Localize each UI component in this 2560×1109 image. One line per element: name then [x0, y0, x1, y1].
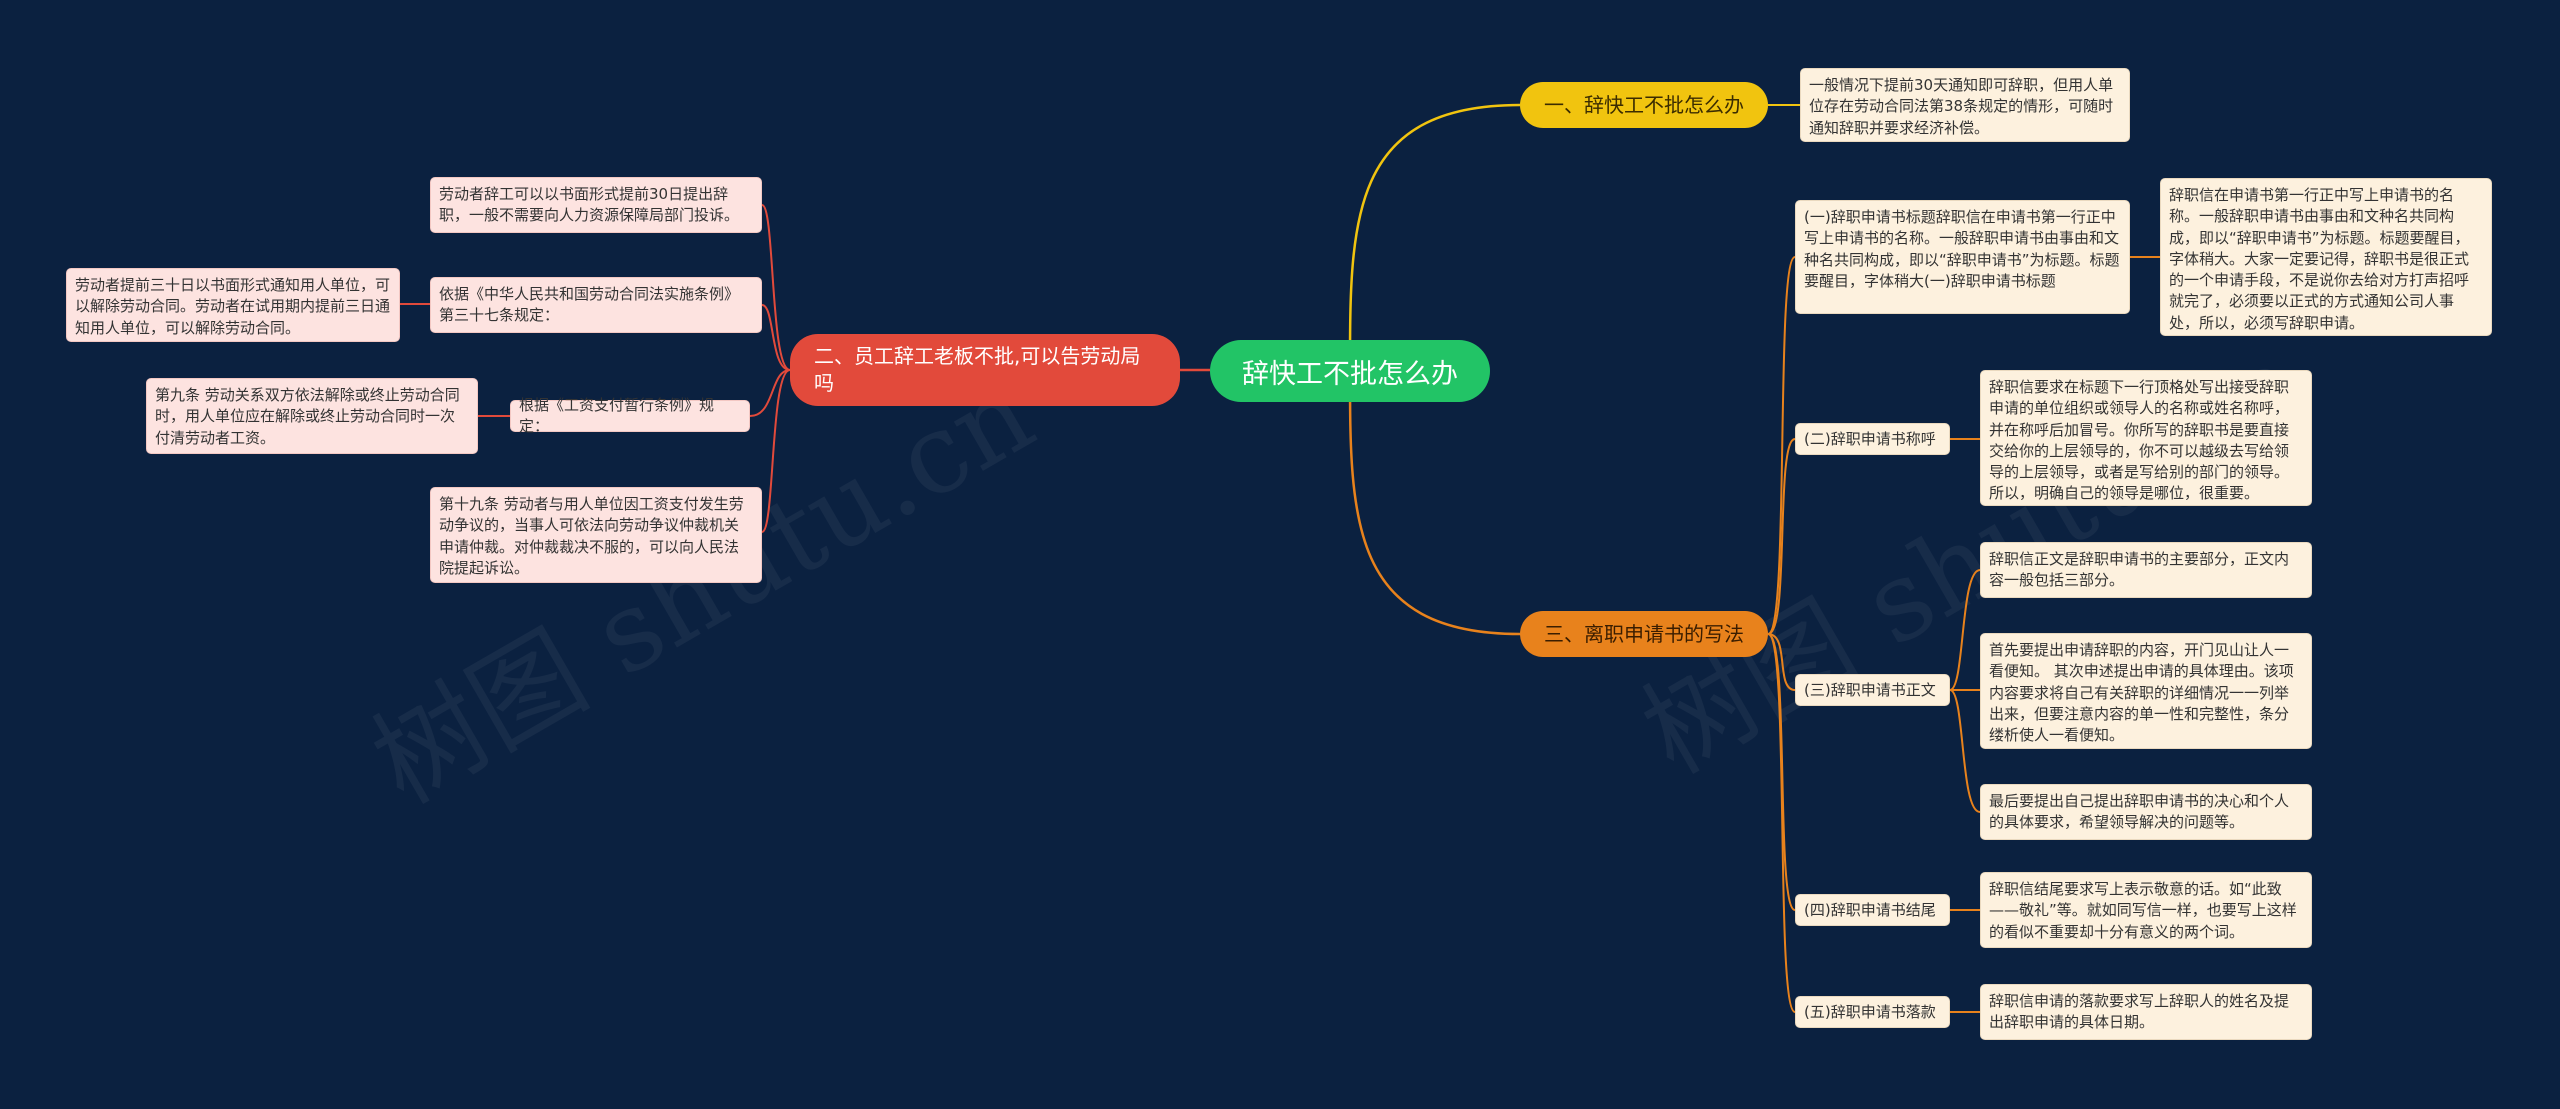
- branch-3-item-2-detail-text: 辞职信要求在标题下一行顶格处写出接受辞职申请的单位组织或领导人的名称或姓名称呼，…: [1989, 378, 2290, 503]
- branch-2-item-2: 依据《中华人民共和国劳动合同法实施条例》第三十七条规定：: [430, 277, 762, 333]
- branch-3-item-4-detail: 辞职信结尾要求写上表示敬意的话。如“此致——敬礼”等。就如同写信一样，也要写上这…: [1980, 872, 2312, 948]
- branch-3-item-3-detail-1-text: 辞职信正文是辞职申请书的主要部分，正文内容一般包括三部分。: [1989, 550, 2290, 590]
- branch-2-item-1-text: 劳动者辞工可以以书面形式提前30日提出辞职，一般不需要向人力资源保障局部门投诉。: [439, 185, 740, 225]
- branch-node-2[interactable]: 二、员工辞工老板不批,可以告劳动局吗: [790, 334, 1180, 406]
- branch-3-item-1-detail: 辞职信在申请书第一行正中写上申请书的名称。一般辞职申请书由事由和文种名共同构成，…: [2160, 178, 2492, 336]
- branch-3-item-1-detail-text: 辞职信在申请书第一行正中写上申请书的名称。一般辞职申请书由事由和文种名共同构成，…: [2169, 186, 2470, 332]
- branch-3-item-3-detail-3: 最后要提出自己提出辞职申请书的决心和个人的具体要求，希望领导解决的问题等。: [1980, 784, 2312, 840]
- branch-node-3[interactable]: 三、离职申请书的写法: [1520, 611, 1768, 657]
- branch-3-item-5-label: (五)辞职申请书落款: [1804, 1002, 1936, 1021]
- branch-2-label: 二、员工辞工老板不批,可以告劳动局吗: [814, 344, 1141, 395]
- branch-2-item-2-text: 依据《中华人民共和国劳动合同法实施条例》第三十七条规定：: [439, 285, 740, 325]
- branch-2-item-3: 根据《工资支付暂行条例》规定：: [510, 396, 750, 435]
- root-node[interactable]: 辞快工不批怎么办: [1210, 340, 1490, 402]
- branch-3-item-3-detail-1: 辞职信正文是辞职申请书的主要部分，正文内容一般包括三部分。: [1980, 542, 2312, 598]
- branch-3-item-3-detail-3-text: 最后要提出自己提出辞职申请书的决心和个人的具体要求，希望领导解决的问题等。: [1989, 792, 2290, 832]
- branch-2-item-1: 劳动者辞工可以以书面形式提前30日提出辞职，一般不需要向人力资源保障局部门投诉。: [430, 177, 762, 233]
- branch-3-item-3: (三)辞职申请书正文: [1795, 674, 1950, 706]
- branch-3-item-3-detail-2-text: 首先要提出申请辞职的内容，开门见山让人一看便知。 其次申述提出申请的具体理由。该…: [1989, 641, 2294, 745]
- branch-3-item-4-label: (四)辞职申请书结尾: [1804, 900, 1936, 919]
- branch-3-item-1-label: (一)辞职申请书标题辞职信在申请书第一行正中写上申请书的名称。一般辞职申请书由事…: [1804, 208, 2120, 290]
- branch-1-label: 一、辞快工不批怎么办: [1544, 92, 1744, 117]
- branch-2-item-4: 第十九条 劳动者与用人单位因工资支付发生劳动争议的，当事人可依法向劳动争议仲裁机…: [430, 487, 762, 583]
- branch-1-note: 一般情况下提前30天通知即可辞职，但用人单位存在劳动合同法第38条规定的情形，可…: [1800, 68, 2130, 142]
- branch-3-item-2-label: (二)辞职申请书称呼: [1804, 429, 1936, 448]
- branch-node-1[interactable]: 一、辞快工不批怎么办: [1520, 82, 1768, 128]
- branch-3-item-3-detail-2: 首先要提出申请辞职的内容，开门见山让人一看便知。 其次申述提出申请的具体理由。该…: [1980, 633, 2312, 749]
- branch-3-item-5-detail-text: 辞职信申请的落款要求写上辞职人的姓名及提出辞职申请的具体日期。: [1989, 992, 2290, 1032]
- branch-3-item-5: (五)辞职申请书落款: [1795, 996, 1950, 1028]
- branch-3-item-2-detail: 辞职信要求在标题下一行顶格处写出接受辞职申请的单位组织或领导人的名称或姓名称呼，…: [1980, 370, 2312, 506]
- branch-2-item-3-text: 根据《工资支付暂行条例》规定：: [519, 396, 715, 435]
- branch-2-item-4-text: 第十九条 劳动者与用人单位因工资支付发生劳动争议的，当事人可依法向劳动争议仲裁机…: [439, 495, 744, 577]
- branch-3-item-1: (一)辞职申请书标题辞职信在申请书第一行正中写上申请书的名称。一般辞职申请书由事…: [1795, 200, 2130, 314]
- branch-2-item-2-sub: 劳动者提前三十日以书面形式通知用人单位，可以解除劳动合同。劳动者在试用期内提前三…: [66, 268, 400, 342]
- branch-1-note-text: 一般情况下提前30天通知即可辞职，但用人单位存在劳动合同法第38条规定的情形，可…: [1809, 76, 2114, 137]
- branch-3-item-3-label: (三)辞职申请书正文: [1804, 680, 1936, 699]
- branch-2-item-3-sub: 第九条 劳动关系双方依法解除或终止劳动合同时，用人单位应在解除或终止劳动合同时一…: [146, 378, 478, 454]
- root-label: 辞快工不批怎么办: [1242, 358, 1458, 390]
- branch-3-item-5-detail: 辞职信申请的落款要求写上辞职人的姓名及提出辞职申请的具体日期。: [1980, 984, 2312, 1040]
- branch-3-item-2: (二)辞职申请书称呼: [1795, 423, 1950, 455]
- branch-2-item-3-sub-text: 第九条 劳动关系双方依法解除或终止劳动合同时，用人单位应在解除或终止劳动合同时一…: [155, 386, 460, 447]
- branch-3-item-4: (四)辞职申请书结尾: [1795, 894, 1950, 926]
- branch-3-label: 三、离职申请书的写法: [1544, 621, 1744, 646]
- branch-2-item-2-sub-text: 劳动者提前三十日以书面形式通知用人单位，可以解除劳动合同。劳动者在试用期内提前三…: [75, 276, 391, 337]
- branch-3-item-4-detail-text: 辞职信结尾要求写上表示敬意的话。如“此致——敬礼”等。就如同写信一样，也要写上这…: [1989, 880, 2297, 941]
